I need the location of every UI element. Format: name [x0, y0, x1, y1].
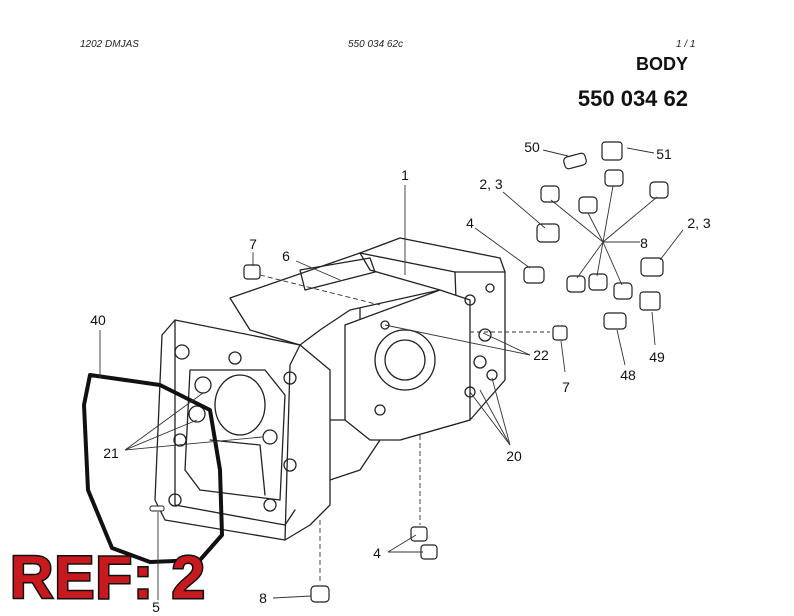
- leader-lines: [99, 147, 684, 600]
- callout-7-left: 7: [249, 236, 257, 252]
- callout-8-top: 8: [640, 235, 648, 251]
- port-hole: [478, 328, 492, 342]
- port-hole: [380, 320, 390, 330]
- header-code: 1202 DMJAS: [80, 39, 139, 50]
- port-hole: [486, 369, 498, 381]
- port-hole: [485, 283, 495, 293]
- port-hole: [464, 386, 476, 398]
- bolt-hole: [168, 493, 182, 507]
- callout-2-3-right: 2, 3: [687, 215, 711, 231]
- callout-22: 22: [533, 347, 549, 363]
- callout-51: 51: [656, 146, 672, 162]
- header-document-number: 550 034 62c: [348, 39, 404, 50]
- bolt-hole: [228, 351, 242, 365]
- callout-1: 1: [401, 167, 409, 183]
- gasket-outline: [82, 373, 224, 564]
- callout-6: 6: [282, 248, 290, 264]
- callout-21: 21: [103, 445, 119, 461]
- seal-ring: [262, 429, 278, 445]
- ref-stamp: REF: 2: [8, 544, 207, 611]
- callout-4-top: 4: [466, 215, 474, 231]
- bolt-hole: [174, 344, 190, 360]
- callout-49: 49: [649, 349, 665, 365]
- callout-8-bottom: 8: [259, 590, 267, 606]
- callout-48: 48: [620, 367, 636, 383]
- bolt-hole: [283, 371, 297, 385]
- callout-2-3-left: 2, 3: [479, 176, 503, 192]
- bolt-hole: [283, 458, 297, 472]
- roll-pin: [149, 505, 165, 512]
- callout-4-bottom: 4: [373, 545, 381, 561]
- callout-5: 5: [152, 599, 160, 615]
- callout-40: 40: [90, 312, 106, 328]
- seal-ring: [188, 405, 206, 423]
- callout-7-right: 7: [562, 379, 570, 395]
- port-hole: [473, 355, 487, 369]
- bolt-hole: [263, 498, 277, 512]
- page-title: BODY: [635, 54, 688, 74]
- part-number: 550 034 62: [577, 86, 688, 111]
- port-hole: [464, 294, 476, 306]
- housing-body: [154, 237, 506, 541]
- header-page-number: 1 / 1: [676, 39, 696, 50]
- bolt-hole: [173, 433, 187, 447]
- plug-fittings: [243, 141, 669, 603]
- callout-50: 50: [524, 139, 540, 155]
- callout-20: 20: [506, 448, 522, 464]
- port-hole: [374, 404, 386, 416]
- main-bore: [214, 374, 266, 436]
